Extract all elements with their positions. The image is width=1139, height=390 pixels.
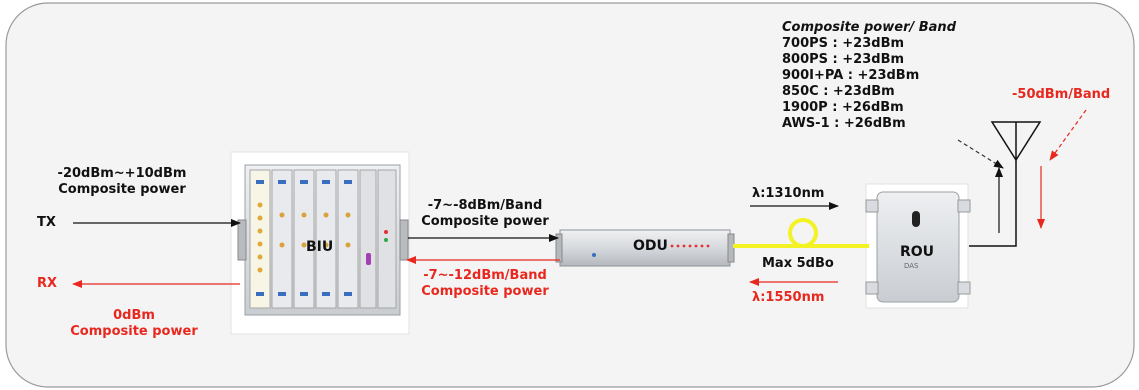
tx-power-dashed-arrow [957, 139, 1004, 169]
band-power-line: 800PS : +23dBm [782, 52, 905, 67]
band-power-line: 900I+PA : +23dBm [782, 68, 920, 83]
rou-model-label: DAS [904, 262, 919, 270]
band-power-line: 700PS : +23dBm [782, 36, 905, 51]
band-power-title: Composite power/ Band [782, 20, 956, 35]
rx-label: RX [37, 276, 58, 291]
band-power-line: 850C : +23dBm [782, 84, 895, 99]
fiber-loss: Max 5dBo [762, 256, 834, 271]
uplink-wavelength: λ:1550nm [752, 290, 825, 305]
rx-power-type: Composite power [70, 324, 198, 339]
biu-to-odu-text: -7~-8dBm/Band Composite power [410, 198, 560, 230]
rou-label: ROU [900, 244, 935, 260]
tx-power-range: -20dBm~+10dBm [57, 166, 187, 181]
band-power-line: 1900P : +26dBm [782, 100, 904, 115]
band-power-line: AWS-1 : +26dBm [782, 116, 906, 131]
biu-to-odu-type: Composite power [421, 214, 549, 229]
antenna-icon [969, 121, 1042, 247]
rx-power-value: 0dBm [113, 308, 155, 323]
odu-to-biu-text: -7~-12dBm/Band Composite power [410, 268, 560, 300]
odu-to-biu-type: Composite power [421, 284, 549, 299]
odu-to-biu-value: -7~-12dBm/Band [423, 268, 547, 283]
uplink-rx-power: -50dBm/Band [1012, 87, 1111, 102]
downlink-wavelength: λ:1310nm [752, 186, 825, 201]
biu-label: BIU [306, 239, 334, 255]
rx-power-dashed-arrow [1049, 109, 1087, 161]
tx-power-text: -20dBm~+10dBm Composite power [44, 166, 200, 198]
odu-label: ODU [633, 238, 668, 254]
biu-to-odu-value: -7~-8dBm/Band [427, 198, 543, 213]
tx-power-type: Composite power [58, 182, 186, 197]
biu-device [230, 151, 410, 335]
rx-power-text: 0dBm Composite power [62, 308, 206, 340]
fiber-link [733, 218, 869, 248]
tx-label: TX [37, 215, 56, 230]
rou-device [865, 183, 971, 309]
band-power-block: Composite power/ Band 700PS : +23dBm 800… [782, 20, 1002, 132]
